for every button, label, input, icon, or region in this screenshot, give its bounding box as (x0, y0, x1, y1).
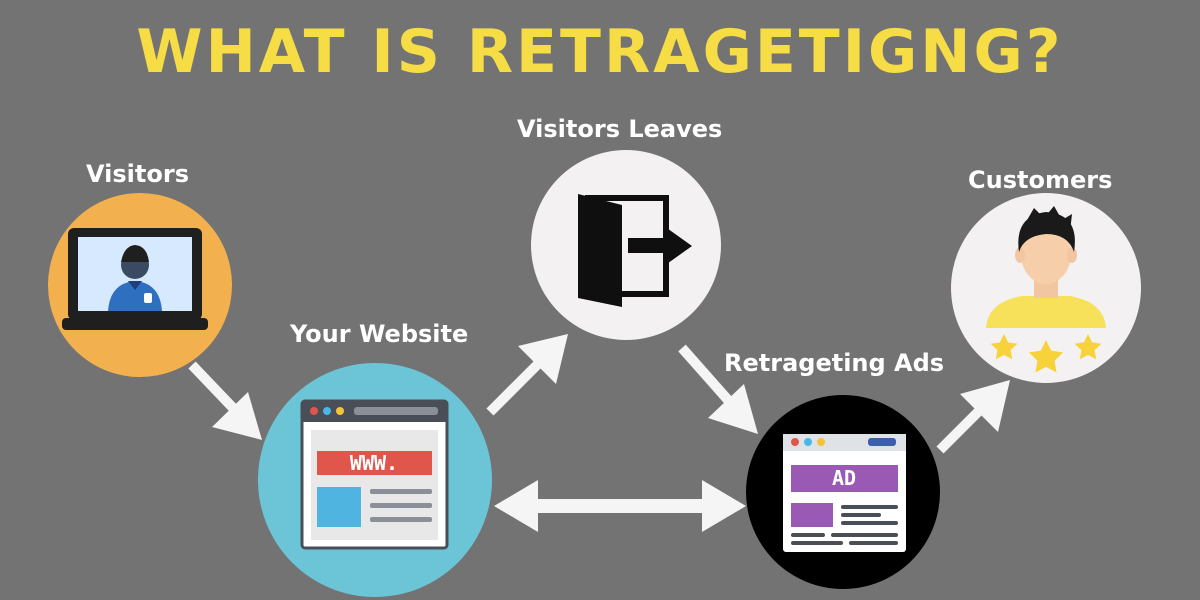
arrow-visitors-to-website (188, 361, 262, 440)
ad-badge-text: AD (832, 466, 856, 490)
node-customers (951, 193, 1141, 383)
exit-door-icon (578, 194, 692, 307)
arrow-website-to-leaves (486, 334, 568, 416)
arrow-ads-to-customers (936, 380, 1010, 454)
node-your-website: WWW. (258, 363, 492, 597)
www-badge-text: WWW. (350, 451, 398, 475)
laptop-user-icon (62, 228, 208, 330)
node-visitors-leaves (531, 150, 721, 340)
arrow-leaves-to-ads (678, 344, 758, 434)
customer-stars-icon (986, 206, 1106, 373)
label-retargeting-ads: Retrageting Ads (724, 349, 945, 377)
double-arrow-website-ads (494, 480, 746, 532)
node-visitors (48, 193, 232, 377)
label-your-website: Your Website (290, 320, 469, 348)
ad-window-icon: AD (783, 434, 906, 552)
label-visitors-leaves: Visitors Leaves (517, 115, 723, 143)
website-icon: WWW. (300, 399, 449, 550)
label-visitors: Visitors (86, 160, 189, 188)
diagram-title: WHAT IS RETRAGETIGNG? (136, 17, 1064, 87)
node-retargeting-ads: AD (746, 395, 940, 589)
label-customers: Customers (968, 166, 1113, 194)
